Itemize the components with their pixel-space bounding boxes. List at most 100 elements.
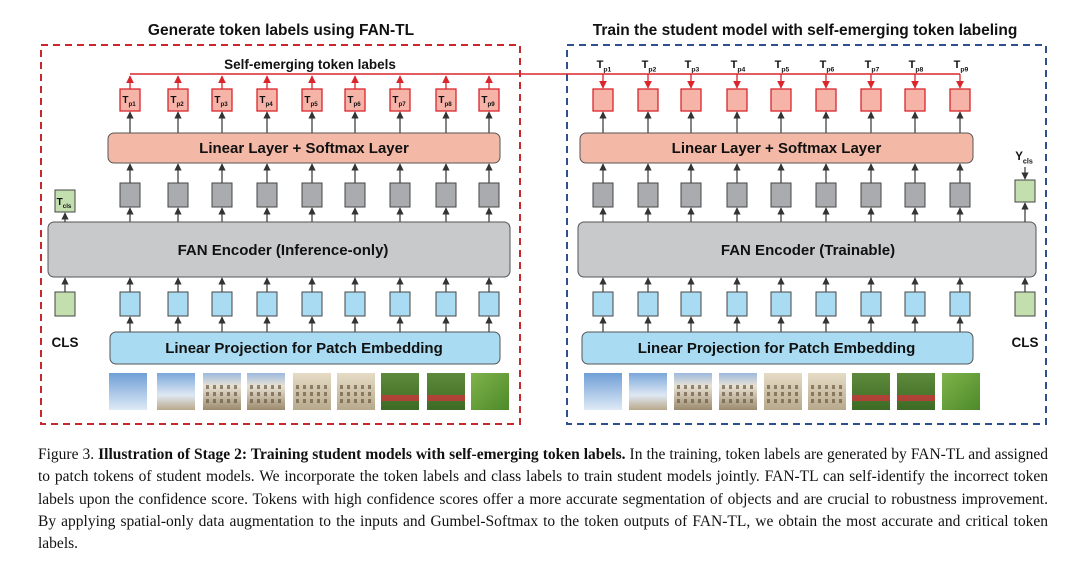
right-patch-garden-flowers [852,373,890,410]
token-label-p4: Tp4 [259,95,273,108]
left-patch-window [264,399,267,403]
linear-softmax-layer [579,132,974,164]
right-patch-window [729,392,732,396]
right-patch-window [750,385,753,389]
left-patch-lawn [471,373,509,410]
linear-softmax-layer [107,132,501,164]
token-label-p4: Tp4 [731,59,746,74]
token-label-p1: Tp1 [122,95,136,108]
right-patch-window [774,385,777,389]
left-patch-window [310,399,313,403]
patch-token-5 [301,291,323,317]
left-patch-window [361,392,364,396]
caption-title: Illustration of Stage 2: Training studen… [98,446,626,463]
patch-token-3 [680,291,702,317]
right-patch-flowerbed [852,395,890,401]
linear-projection-layer [109,331,501,365]
right-patch-window [788,399,791,403]
token-label-p8: Tp8 [909,59,924,74]
patch-token-9 [478,291,500,317]
right-patch-window [781,392,784,396]
right-patch-window [811,399,814,403]
patch-token-9 [949,291,971,317]
encoder-output-token-4 [726,182,748,208]
right-patch-window [825,385,828,389]
right-patch-window [729,399,732,403]
left-patch-garden-flowers [381,373,419,410]
figure: Generate token labels using FAN-TL Train… [40,22,1047,425]
left-patch-window [213,385,216,389]
cls-output-label: Tcls [57,197,72,210]
right-patch-window [781,399,784,403]
encoder-output-token-3 [680,182,702,208]
encoder-output-token-5 [301,182,323,208]
left-patch-window [250,399,253,403]
figure-caption: Figure 3. Illustration of Stage 2: Train… [38,444,1048,555]
right-patch-sky-building [629,373,667,410]
left-patch-building-facade [293,373,331,410]
encoder-output-token-4 [256,182,278,208]
right-patch-window [698,399,701,403]
encoder-output-token-7 [389,182,411,208]
right-patch-window [839,392,842,396]
token-label-p7: Tp7 [865,59,880,74]
right-patch-window [691,385,694,389]
fan-encoder [47,221,511,278]
cls-input-token [54,291,76,317]
right-patch-garden-hedge [897,373,935,410]
right-patch-window [832,399,835,403]
left-patch-window [271,392,274,396]
right-panel-title: Train the student model with self-emergi… [593,22,1018,39]
right-patch-window [705,399,708,403]
right-patch-window [743,385,746,389]
left-patch-window [317,392,320,396]
right-patch-window [788,392,791,396]
token-label-p2: Tp2 [170,95,184,108]
linear-softmax-label: Linear Layer + Softmax Layer [199,140,409,157]
left-patch-window [310,392,313,396]
patch-token-6 [815,291,837,317]
right-patch-window [795,399,798,403]
token-label-p9: Tp9 [481,95,495,108]
right-patch-window [684,385,687,389]
left-patch-window [347,385,350,389]
patch-token-7 [389,291,411,317]
left-patch-window [206,399,209,403]
left-patch-window [250,385,253,389]
patch-token-1 [119,291,141,317]
self-emerging-banner: Self-emerging token labels [224,57,396,72]
left-patch-window [324,392,327,396]
left-patch-window [278,399,281,403]
token-label-box-3 [680,88,702,112]
left-patch-window [354,392,357,396]
right-patch-window [825,399,828,403]
right-patch-window [811,392,814,396]
encoder-output-token-2 [637,182,659,208]
right-patch-window [729,385,732,389]
fan-encoder-label: FAN Encoder (Trainable) [721,242,895,259]
right-patch-window [705,385,708,389]
left-patch-window [227,385,230,389]
patch-token-4 [256,291,278,317]
token-label-p8: Tp8 [438,95,452,108]
right-patch-window [750,392,753,396]
right-patch-building-facade [764,373,802,410]
token-label-box-8 [904,88,926,112]
left-patch-window [234,385,237,389]
linear-projection-layer [581,331,974,365]
right-patch-window [698,385,701,389]
left-patch-window [296,399,299,403]
left-patch-window [227,399,230,403]
left-patch-window [206,385,209,389]
right-patch-window [722,385,725,389]
token-label-p3: Tp3 [685,59,700,74]
encoder-output-token-9 [949,182,971,208]
left-patch-window [317,385,320,389]
caption-label: Figure 3. [38,446,95,463]
right-patch-window [736,385,739,389]
right-patch-window [698,392,701,396]
token-label-box-9 [949,88,971,112]
left-patch-window [317,399,320,403]
patch-token-8 [904,291,926,317]
right-patch-window [795,385,798,389]
